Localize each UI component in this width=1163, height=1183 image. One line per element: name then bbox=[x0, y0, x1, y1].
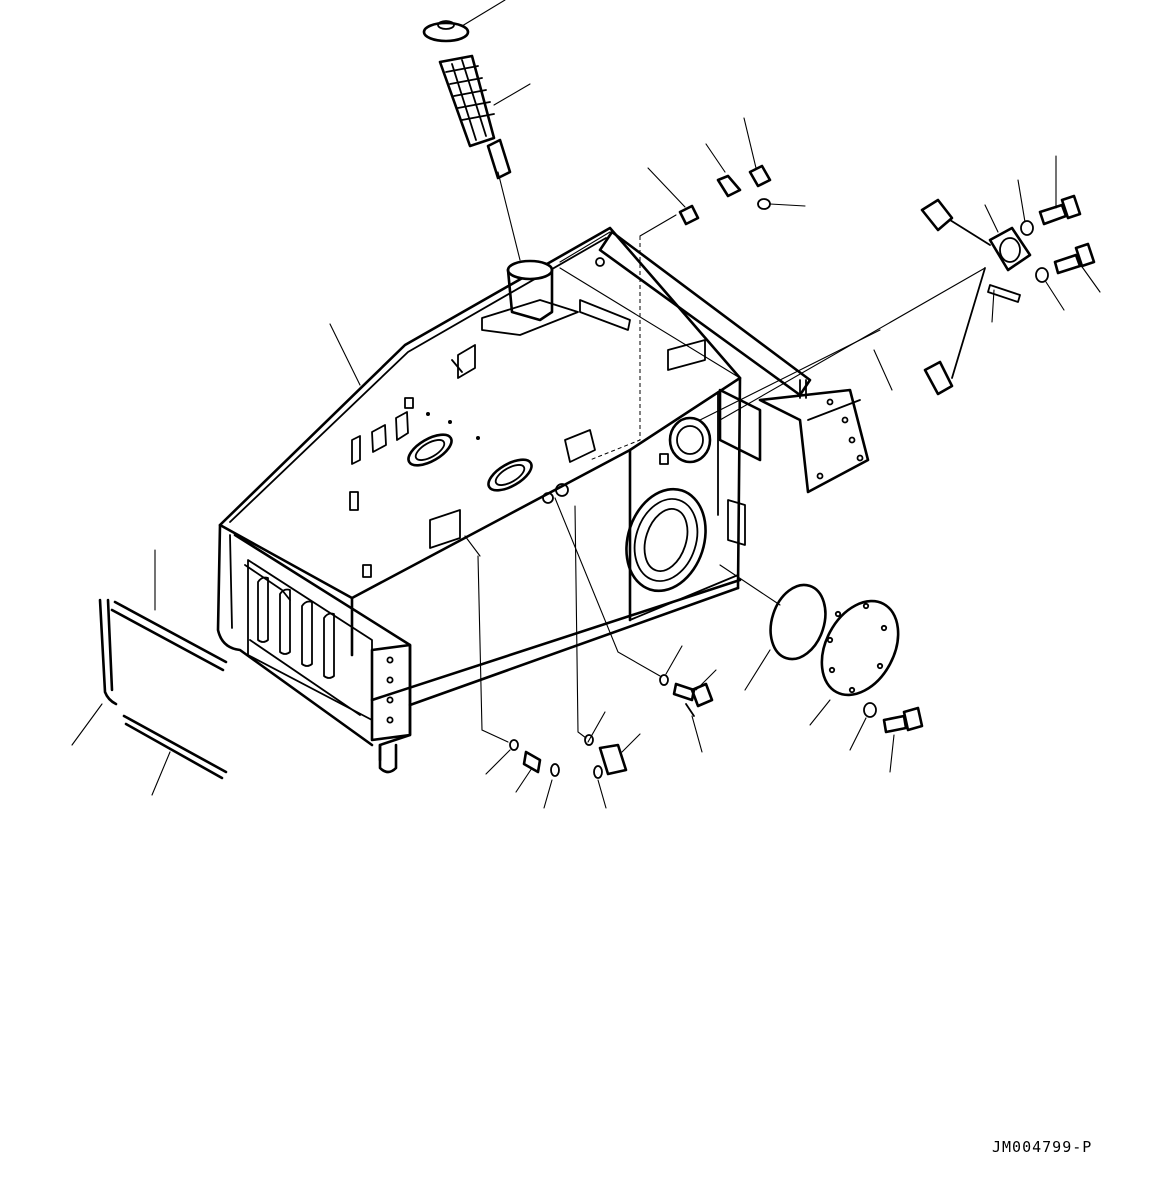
upper-side-port bbox=[670, 418, 710, 462]
bolts-upper-right bbox=[988, 196, 1094, 302]
cover-gasket bbox=[762, 578, 835, 666]
right-mount-bracket bbox=[600, 232, 868, 545]
leader-lines bbox=[72, 0, 1100, 808]
side-inspection-port bbox=[614, 479, 718, 601]
filler-strainer bbox=[440, 56, 510, 178]
cover-bolt bbox=[864, 703, 922, 732]
filler-cap bbox=[424, 21, 468, 41]
frame-body bbox=[218, 228, 740, 772]
seal-strips bbox=[100, 600, 226, 778]
inspection-cover bbox=[807, 588, 914, 708]
top-plate-fittings bbox=[350, 258, 705, 577]
drawing-code-label: JM004799-P bbox=[992, 1138, 1093, 1156]
top-small-fittings bbox=[680, 166, 770, 224]
level-gauge-assembly bbox=[922, 200, 1030, 394]
filler-neck bbox=[482, 261, 578, 335]
drain-fittings bbox=[510, 484, 712, 778]
